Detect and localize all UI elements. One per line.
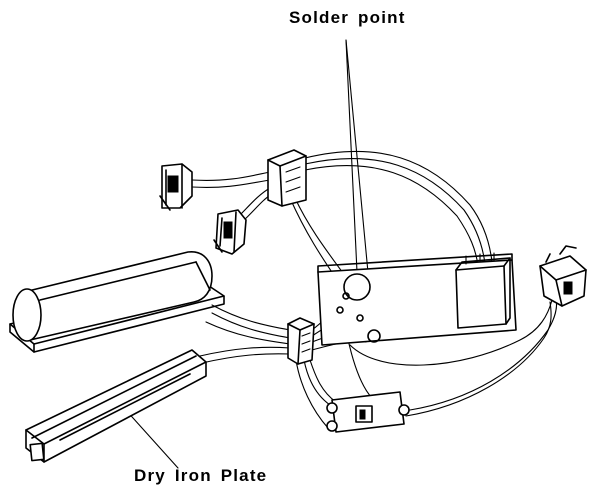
inline-connector [287, 317, 315, 365]
solder-point-marker [343, 273, 371, 301]
switch-plate [326, 391, 410, 433]
dry-iron-plate-heater [25, 349, 207, 463]
lamp-socket-plug-2 [213, 209, 247, 255]
harness-connector-block [267, 149, 307, 207]
solder-point-label: Solder point [289, 8, 406, 27]
power-plug-3 [539, 245, 587, 307]
tube-heater [9, 251, 225, 353]
dry-iron-plate-leader [123, 407, 179, 469]
dry-iron-plate-label: Dry Iron Plate [134, 466, 268, 485]
lamp-socket-plug-1 [159, 163, 193, 211]
circuit-board [317, 252, 517, 346]
